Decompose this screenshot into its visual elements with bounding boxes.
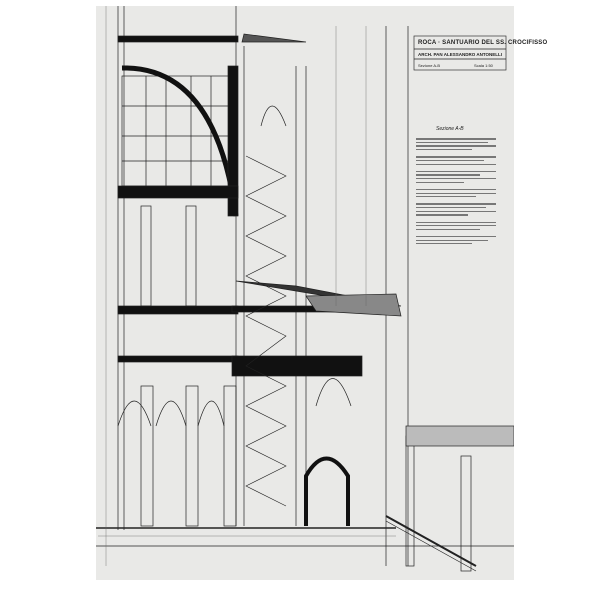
- columns: [140, 205, 472, 572]
- exterior-stair: [385, 515, 477, 567]
- scale-label: Scala 1:50: [474, 63, 493, 68]
- dome-cornice: [117, 35, 239, 43]
- title-block-frame: [413, 35, 507, 71]
- dome-wall: [227, 65, 239, 217]
- notes-heading: Sezione A-B: [436, 126, 464, 132]
- section-label: Sezione A-B: [418, 63, 441, 68]
- architectural-section-drawing: [96, 6, 514, 572]
- handwritten-notes: [416, 136, 496, 247]
- arches: [117, 105, 352, 526]
- side-colonnade: [405, 425, 514, 447]
- floor-slabs: [117, 185, 393, 377]
- drawing-sheet: ROCA · SANTUARIO DEL SS. CROCIFISSO ARCH…: [96, 6, 547, 580]
- dimension-lines: [98, 6, 396, 566]
- staircase: [245, 155, 287, 507]
- roof-section: [305, 293, 402, 317]
- architect-name: ARCH. PAN ALESSANDRO ANTONELLI: [418, 52, 503, 57]
- project-title: ROCA · SANTUARIO DEL SS. CROCIFISSO: [418, 40, 548, 46]
- exterior-stair-rail: [385, 520, 477, 572]
- upper-roof: [241, 33, 307, 43]
